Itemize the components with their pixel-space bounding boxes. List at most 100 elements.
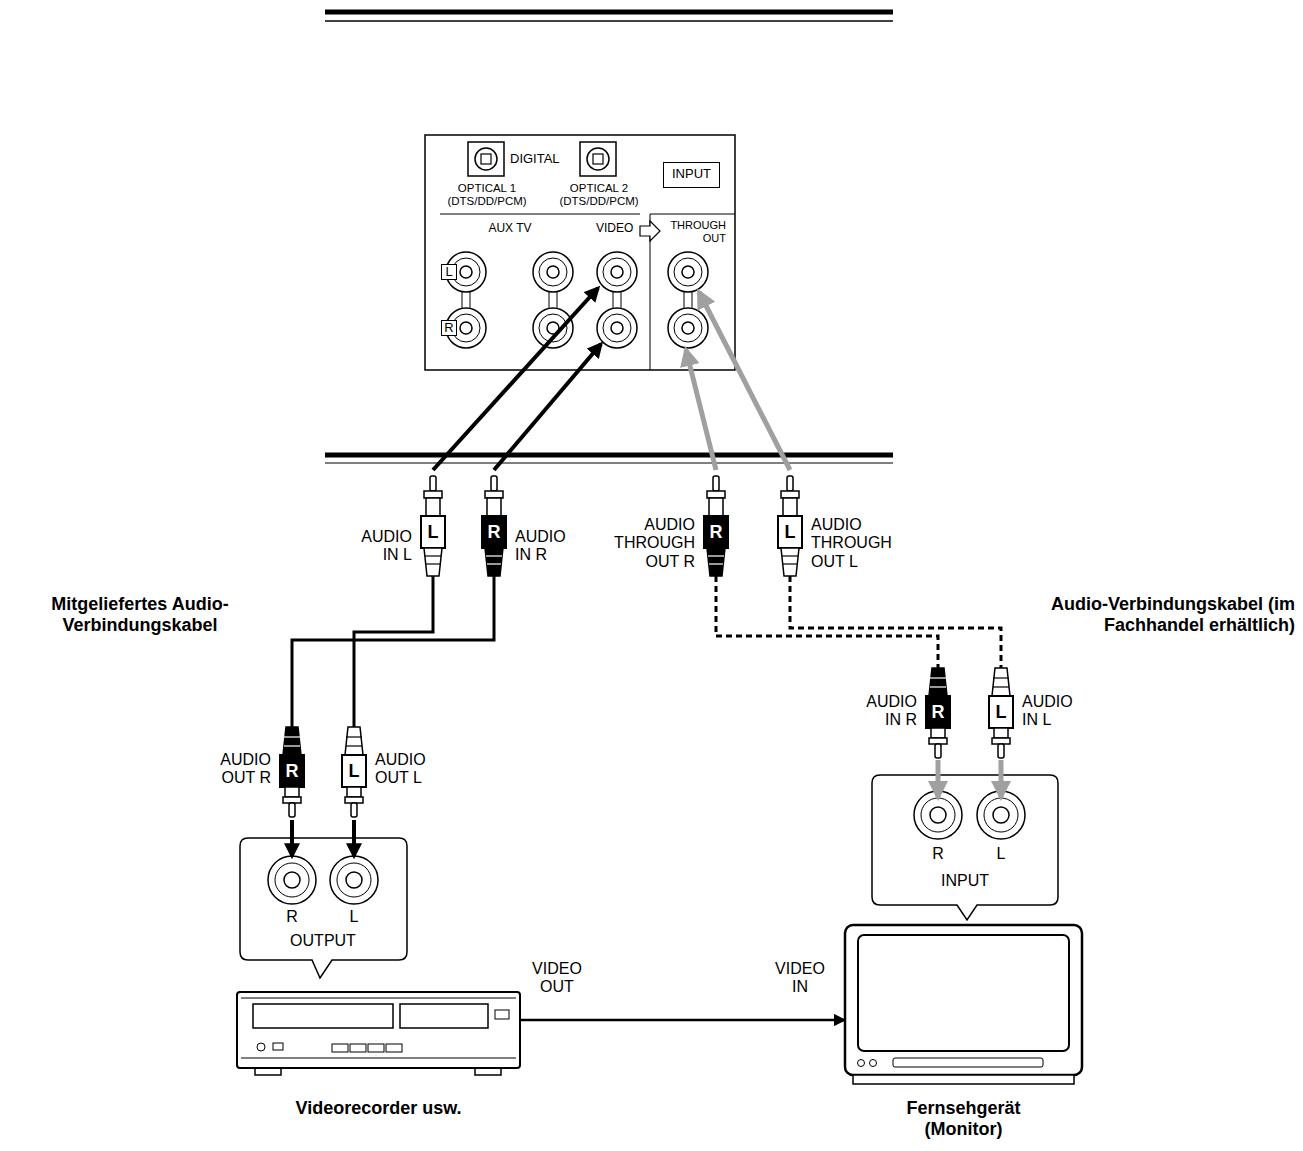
video-recorder-shape (273, 1043, 283, 1050)
node-label: OUTPUT (253, 932, 393, 950)
rca-plug-shape (704, 516, 728, 548)
rca-plug: AUDIO IN LL (420, 476, 446, 576)
plug-label: AUDIO OUT R (209, 751, 271, 788)
plug-label: AUDIO IN L (1022, 693, 1084, 730)
rca-jack (674, 314, 702, 342)
television-shape (853, 1075, 1074, 1084)
rca-plug-shape (993, 686, 1009, 687)
television-shape (870, 1060, 877, 1067)
rca-plug-shape (342, 755, 366, 787)
rca-jack (446, 252, 708, 348)
plug-label: AUDIO THROUGH OUT L (811, 516, 897, 571)
rca-plug-shape (285, 787, 299, 797)
insert-arrow (936, 760, 941, 797)
video-recorder-shape (495, 1010, 509, 1019)
rca-plug-shape (346, 745, 362, 746)
rear-panel (580, 142, 616, 176)
rear-panel (325, 462, 893, 463)
rear-panel (650, 214, 735, 215)
node-label: L (334, 908, 374, 926)
video-recorder-shape (241, 1058, 516, 1059)
rca-plug-shape (778, 516, 802, 548)
rca-jack (539, 258, 567, 286)
rca-plug-shape (482, 516, 506, 548)
input-callout-shape (977, 791, 1025, 839)
television: Fernsehgerät (Monitor) (845, 925, 1082, 1085)
rca-plug: AUDIO THROUGH OUT RR (703, 476, 729, 576)
panel-label: VIDEO IN (770, 960, 830, 997)
rca-jack (603, 314, 631, 342)
node-label: R (272, 908, 312, 926)
video-recorder-shape (237, 992, 520, 1068)
rca-plug-shape (283, 797, 301, 803)
rear-panel (481, 154, 491, 164)
audio-cable (790, 576, 1001, 668)
panel-label: DIGITAL (510, 152, 576, 167)
node-label: R (918, 845, 958, 863)
rear-panel (468, 142, 504, 176)
rear-panel (440, 214, 640, 215)
rca-plug-shape (935, 744, 941, 758)
rca-plug: AUDIO OUT RR (279, 727, 305, 817)
rca-plug-shape (781, 548, 799, 576)
rca-plug: AUDIO OUT LL (341, 727, 367, 817)
rear-panel (325, 20, 893, 22)
plug-label: AUDIO OUT L (375, 751, 437, 788)
rca-jack (460, 322, 472, 334)
video-recorder-shape (237, 992, 520, 1076)
rca-plug-shape (487, 498, 501, 516)
rca-plug-shape (709, 563, 723, 564)
output-callout-shape (275, 863, 309, 897)
rca-plug-shape (930, 686, 946, 687)
cable-caption: Audio-Verbindungskabel (im Fachhandel er… (1045, 594, 1295, 635)
video-recorder-shape (350, 1044, 366, 1052)
rca-plug-shape (998, 744, 1004, 758)
plug-label: AUDIO IN L (350, 528, 412, 565)
input-box: INPUT (663, 162, 720, 188)
rca-plug: AUDIO IN RR (481, 476, 507, 576)
input-callout-shape (930, 807, 946, 823)
rca-plug-shape (929, 738, 947, 744)
node-label: R (280, 755, 304, 787)
rca-jack (547, 266, 559, 278)
rca-jack (674, 258, 702, 286)
audio-cable (354, 576, 433, 727)
input-callout-shape (993, 807, 1009, 823)
output-callout-shape (284, 872, 300, 888)
rca-plug-shape (351, 803, 357, 817)
input-callout-shape (872, 775, 1058, 920)
rca-plug-shape (992, 738, 1010, 744)
video-recorder-shape (386, 1044, 402, 1052)
node-label: L (342, 755, 366, 787)
rca-jack (668, 308, 708, 348)
rca-plug-shape (430, 476, 436, 491)
rca-jack (603, 258, 631, 286)
panel-label: AUX TV (470, 222, 550, 236)
video-recorder-shape (241, 998, 516, 999)
rca-jack (684, 290, 692, 310)
node-label: Fernsehgerät (Monitor) (885, 1098, 1042, 1139)
rca-plug: AUDIO IN LL (988, 668, 1014, 758)
node-label: R (926, 696, 950, 728)
output-callout-shape (337, 863, 371, 897)
rca-plug-shape (486, 555, 502, 556)
rca-plug-shape (284, 745, 300, 746)
rca-plug-shape (485, 548, 503, 576)
plug-label: AUDIO IN R (855, 693, 917, 730)
television-shape (893, 1058, 1043, 1067)
rca-plug-shape (994, 728, 1008, 738)
rear-panel (593, 154, 603, 164)
input-callout: RLINPUT (872, 775, 1058, 905)
output-callout-shape (268, 856, 316, 904)
input-callout-shape (914, 791, 962, 839)
box-label: INPUT (671, 167, 712, 182)
output-callout-shape (346, 872, 362, 888)
rca-plug-shape (930, 677, 946, 678)
insert-arrow (699, 292, 790, 470)
rca-plug-shape (709, 498, 723, 516)
node-label: L (981, 845, 1021, 863)
